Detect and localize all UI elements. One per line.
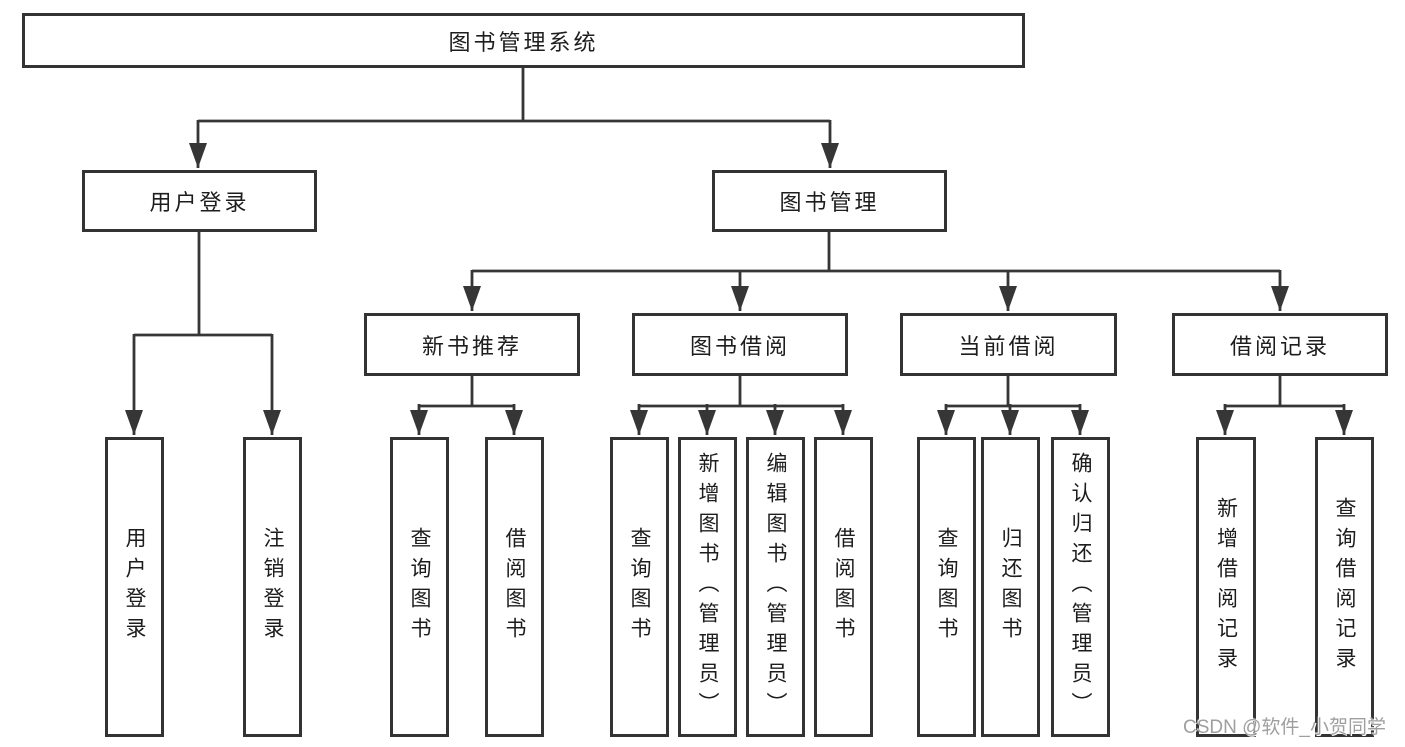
node-book-management: 图书管理 [712,170,947,232]
leaf-add-books-admin-label: 新增图书（管理员） [696,452,719,722]
leaf-edit-books-admin-label: 编辑图书（管理员） [764,452,787,722]
node-user-login: 用户登录 [82,170,317,232]
node-book-management-label: 图书管理 [779,190,880,215]
leaf-user-login-label: 用户登录 [123,527,146,647]
leaf-user-login: 用户登录 [105,437,164,737]
leaf-query-books-recommend-label: 查询图书 [408,527,431,647]
leaf-logout: 注销登录 [243,437,302,737]
leaf-edit-books-admin: 编辑图书（管理员） [746,437,805,737]
leaf-borrow-books-recommend-label: 借阅图书 [503,527,526,647]
node-book-borrowing: 图书借阅 [632,313,848,376]
leaf-add-borrow-record: 新增借阅记录 [1196,437,1256,737]
node-borrowing-records-label: 借阅记录 [1229,333,1330,359]
leaf-query-books-current: 查询图书 [917,437,976,737]
leaf-borrow-books-recommend: 借阅图书 [485,437,544,737]
leaf-confirm-return-admin-label: 确认归还（管理员） [1069,452,1092,722]
leaf-borrow-books: 借阅图书 [814,437,873,737]
leaf-query-books-borrow: 查询图书 [610,437,669,737]
leaf-add-books-admin: 新增图书（管理员） [678,437,737,737]
leaf-add-borrow-record-label: 新增借阅记录 [1214,497,1238,677]
csdn-watermark: CSDN @软件_小贺同学 [1183,717,1386,738]
node-book-borrowing-label: 图书借阅 [689,333,790,359]
leaf-query-borrow-record: 查询借阅记录 [1315,437,1374,737]
node-root-library-management-system: 图书管理系统 [22,13,1025,68]
leaf-query-books-current-label: 查询图书 [935,527,958,647]
leaf-query-books-recommend: 查询图书 [390,437,449,737]
node-current-borrowing: 当前借阅 [900,313,1117,376]
node-user-login-label: 用户登录 [149,190,250,215]
leaf-return-books-label: 归还图书 [999,527,1022,647]
leaf-confirm-return-admin: 确认归还（管理员） [1051,437,1110,737]
node-new-book-recommendation: 新书推荐 [364,313,580,376]
leaf-query-borrow-record-label: 查询借阅记录 [1333,497,1356,677]
node-current-borrowing-label: 当前借阅 [958,333,1059,359]
leaf-query-books-borrow-label: 查询图书 [628,527,651,647]
node-root-label: 图书管理系统 [448,29,599,55]
node-borrowing-records: 借阅记录 [1172,313,1388,376]
leaf-borrow-books-label: 借阅图书 [832,527,855,647]
leaf-return-books: 归还图书 [981,437,1040,737]
node-new-book-recommendation-label: 新书推荐 [421,333,522,359]
leaf-logout-label: 注销登录 [261,527,284,647]
